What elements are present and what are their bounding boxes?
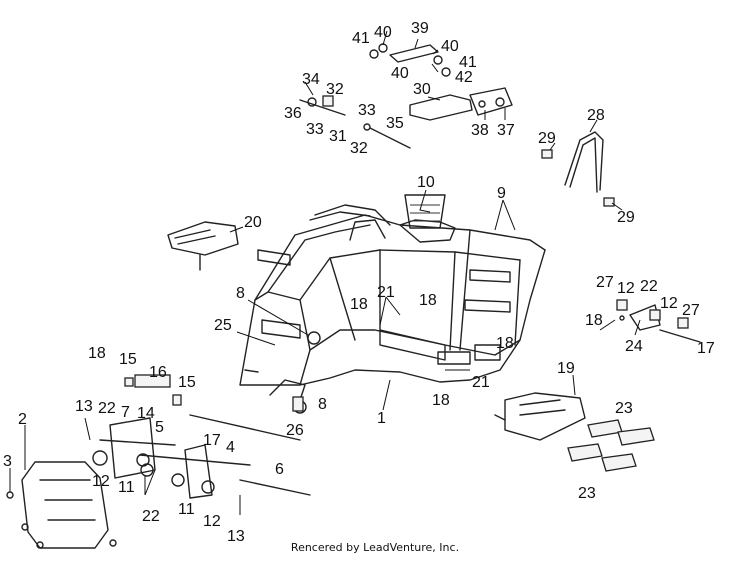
callout-18: 18 (419, 292, 437, 309)
credit-line: Rencered by LeadVenture, Inc. (290, 541, 460, 554)
callout-16: 16 (149, 364, 167, 381)
callout-1: 1 (377, 410, 386, 427)
callout-28: 28 (587, 107, 605, 124)
callout-14: 14 (137, 405, 155, 422)
callout-11: 11 (118, 479, 135, 496)
callout-29: 29 (617, 209, 635, 226)
callout-36: 36 (284, 105, 302, 122)
callout-23: 23 (615, 400, 633, 417)
callout-41: 41 (459, 54, 477, 71)
callout-25: 25 (214, 317, 232, 334)
callout-17: 17 (697, 340, 715, 357)
callout-37: 37 (497, 122, 515, 139)
callout-12: 12 (660, 295, 678, 312)
callout-22: 22 (142, 508, 160, 525)
main-frame (239, 204, 546, 401)
callout-40: 40 (391, 65, 409, 82)
callout-41: 41 (352, 30, 370, 47)
callout-12: 12 (92, 473, 110, 490)
callout-6: 6 (275, 461, 284, 478)
callout-34: 34 (302, 71, 320, 88)
callout-2: 2 (18, 411, 27, 428)
callout-23: 23 (578, 485, 596, 502)
callout-13: 13 (227, 528, 245, 545)
callout-4: 4 (226, 439, 235, 456)
callout-38: 38 (471, 122, 489, 139)
right-bracket-group (616, 299, 701, 343)
callout-29: 29 (538, 130, 556, 147)
callout-21: 21 (377, 284, 395, 301)
left-mount-group (92, 374, 311, 499)
part-2-front-bumper (6, 461, 117, 549)
callout-7: 7 (121, 404, 130, 421)
callout-3: 3 (3, 453, 12, 470)
part-23-pads (567, 419, 655, 472)
callout-21: 21 (472, 374, 490, 391)
callout-24: 24 (625, 338, 643, 355)
callout-32: 32 (350, 140, 368, 157)
leader-lines (9, 30, 641, 515)
callout-27: 27 (682, 302, 700, 319)
callout-8: 8 (236, 285, 245, 302)
callout-40: 40 (374, 24, 392, 41)
callout-labels: 41 40 39 40 41 40 42 34 32 36 30 33 33 3… (3, 20, 715, 545)
callout-18: 18 (496, 335, 514, 352)
callout-18: 18 (350, 296, 368, 313)
callout-32: 32 (326, 81, 344, 98)
callout-42: 42 (455, 69, 473, 86)
callout-12: 12 (203, 513, 221, 530)
callout-33: 33 (306, 121, 324, 138)
callout-18: 18 (585, 312, 603, 329)
callout-39: 39 (411, 20, 429, 37)
callout-20: 20 (244, 214, 262, 231)
callout-8: 8 (318, 396, 327, 413)
callout-33: 33 (358, 102, 376, 119)
upper-bracket-assembly (299, 43, 513, 149)
callout-12: 12 (617, 280, 635, 297)
callout-19: 19 (557, 360, 575, 377)
callout-11: 11 (178, 501, 195, 518)
callout-15: 15 (119, 351, 137, 368)
callout-10: 10 (417, 174, 435, 191)
callout-26: 26 (286, 422, 304, 439)
callout-30: 30 (413, 81, 431, 98)
callout-9: 9 (497, 185, 506, 202)
callout-31: 31 (329, 128, 347, 145)
callout-5: 5 (155, 419, 164, 436)
part-10-bracket (404, 194, 446, 229)
callout-15: 15 (178, 374, 196, 391)
callout-13: 13 (75, 398, 93, 415)
callout-35: 35 (386, 115, 404, 132)
callout-17: 17 (203, 432, 221, 449)
part-20-rear-rack (167, 221, 239, 271)
callout-40: 40 (441, 38, 459, 55)
callout-27: 27 (596, 274, 614, 291)
callout-18: 18 (88, 345, 106, 362)
callout-22: 22 (98, 400, 116, 417)
part-19-footrest (494, 392, 586, 441)
part-28-grab-bar (541, 131, 615, 207)
callout-22: 22 (640, 278, 658, 295)
callout-18: 18 (432, 392, 450, 409)
